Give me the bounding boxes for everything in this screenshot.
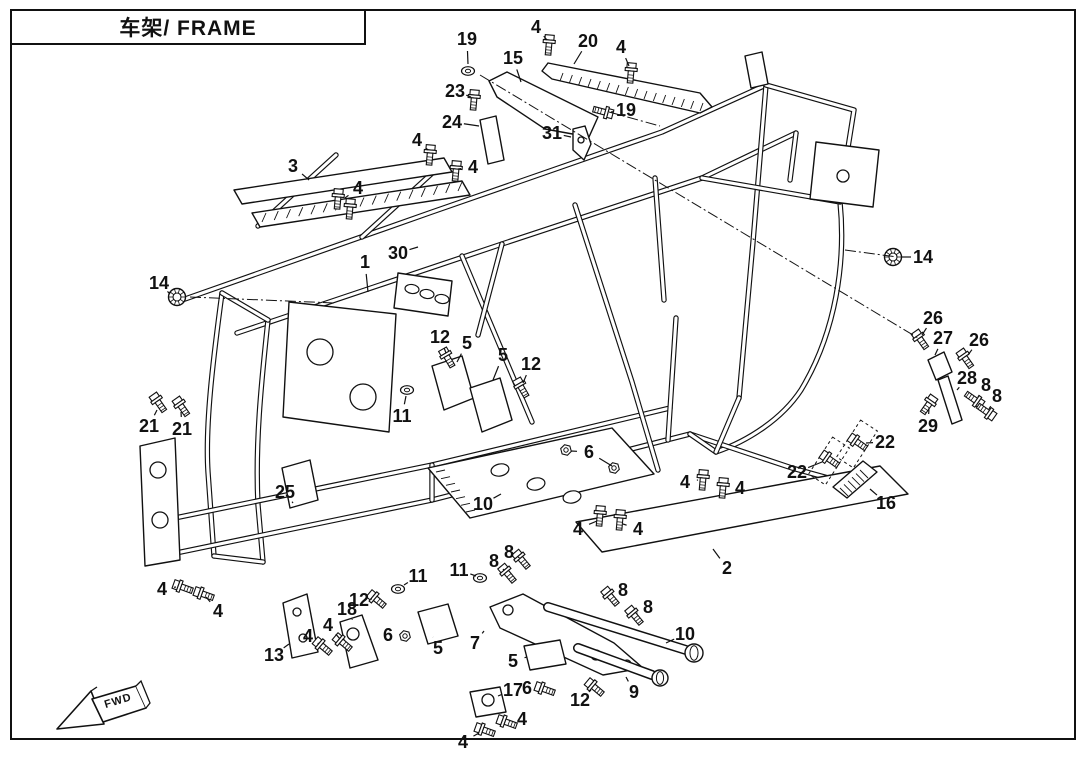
part-callout: 4 [735,478,745,498]
part-callout: 12 [430,327,450,347]
part-callout: 6 [522,678,532,698]
part-callout: 19 [457,29,477,49]
part-callout: 4 [157,579,167,599]
title-box: 车架/ FRAME [10,9,366,45]
part-callout: 7 [470,633,480,653]
part-callout: 4 [353,178,363,198]
part-callout: 4 [531,17,541,37]
part-callout: 11 [408,566,427,586]
part-callout: 8 [992,386,1002,406]
part-callout: 8 [981,375,991,395]
part-callout: 5 [508,651,518,671]
part-callout: 29 [918,416,938,436]
part-callout: 3 [288,156,298,176]
part-callout: 4 [458,732,468,752]
part-callout: 4 [573,519,583,539]
part-callout: 12 [349,590,369,610]
part-callout: 31 [542,123,562,143]
part-callout: 27 [933,328,953,348]
part-callout: 30 [388,243,408,263]
part-callout: 23 [445,81,465,101]
page-title: 车架/ FRAME [119,17,257,40]
hardware-parts [148,34,998,738]
part-callout: 24 [442,112,462,132]
part-callout: 10 [473,494,493,514]
part-callout: 17 [503,680,523,700]
part-callout: 16 [876,493,896,513]
part-callout: 4 [680,472,690,492]
part-callout: 10 [675,624,695,644]
part-callout: 4 [213,601,223,621]
alignment-axes [189,74,919,339]
part-callout: 12 [521,354,541,374]
part-callout: 22 [875,432,895,452]
part-callout: 22 [787,462,807,482]
part-callout: 9 [629,682,639,702]
part-callout: 8 [618,580,628,600]
part-callout: 4 [323,615,333,635]
part-callout: 4 [517,709,527,729]
fwd-arrow: FWD [56,679,151,730]
part-callout: 4 [468,157,478,177]
part-callout: 26 [969,330,989,350]
callout-leader-lines [153,35,992,737]
part-callout: 1 [360,252,370,272]
part-callout: 8 [489,551,499,571]
part-callout: 18 [337,599,357,619]
part-callout: 14 [149,273,169,293]
part-callout: 4 [412,130,422,150]
part-callout: 5 [462,333,472,353]
part-callout: 4 [303,626,313,646]
part-callout: 4 [633,519,643,539]
part-callout: 2 [722,558,732,578]
part-callout: 5 [433,638,443,658]
part-callout: 6 [584,442,594,462]
part-callout: 4 [616,37,626,57]
part-callout: 19 [616,100,636,120]
part-callout: 25 [275,482,295,502]
part-callout: 12 [570,690,590,710]
part-callout: 26 [923,308,943,328]
part-callout: 6 [383,625,393,645]
part-callout: 8 [643,597,653,617]
part-callout: 5 [498,345,508,365]
part-callout: 8 [504,542,514,562]
part-callout: 13 [264,645,284,665]
frame-structure [139,51,963,718]
part-callout: 11 [392,406,411,426]
part-callout: 21 [139,416,159,436]
part-callout: 20 [578,31,598,51]
part-callout: 28 [957,368,977,388]
part-callout: 11 [449,560,468,580]
part-callout: 21 [172,419,192,439]
part-callout: 15 [503,48,523,68]
part-callout: 14 [913,247,933,267]
